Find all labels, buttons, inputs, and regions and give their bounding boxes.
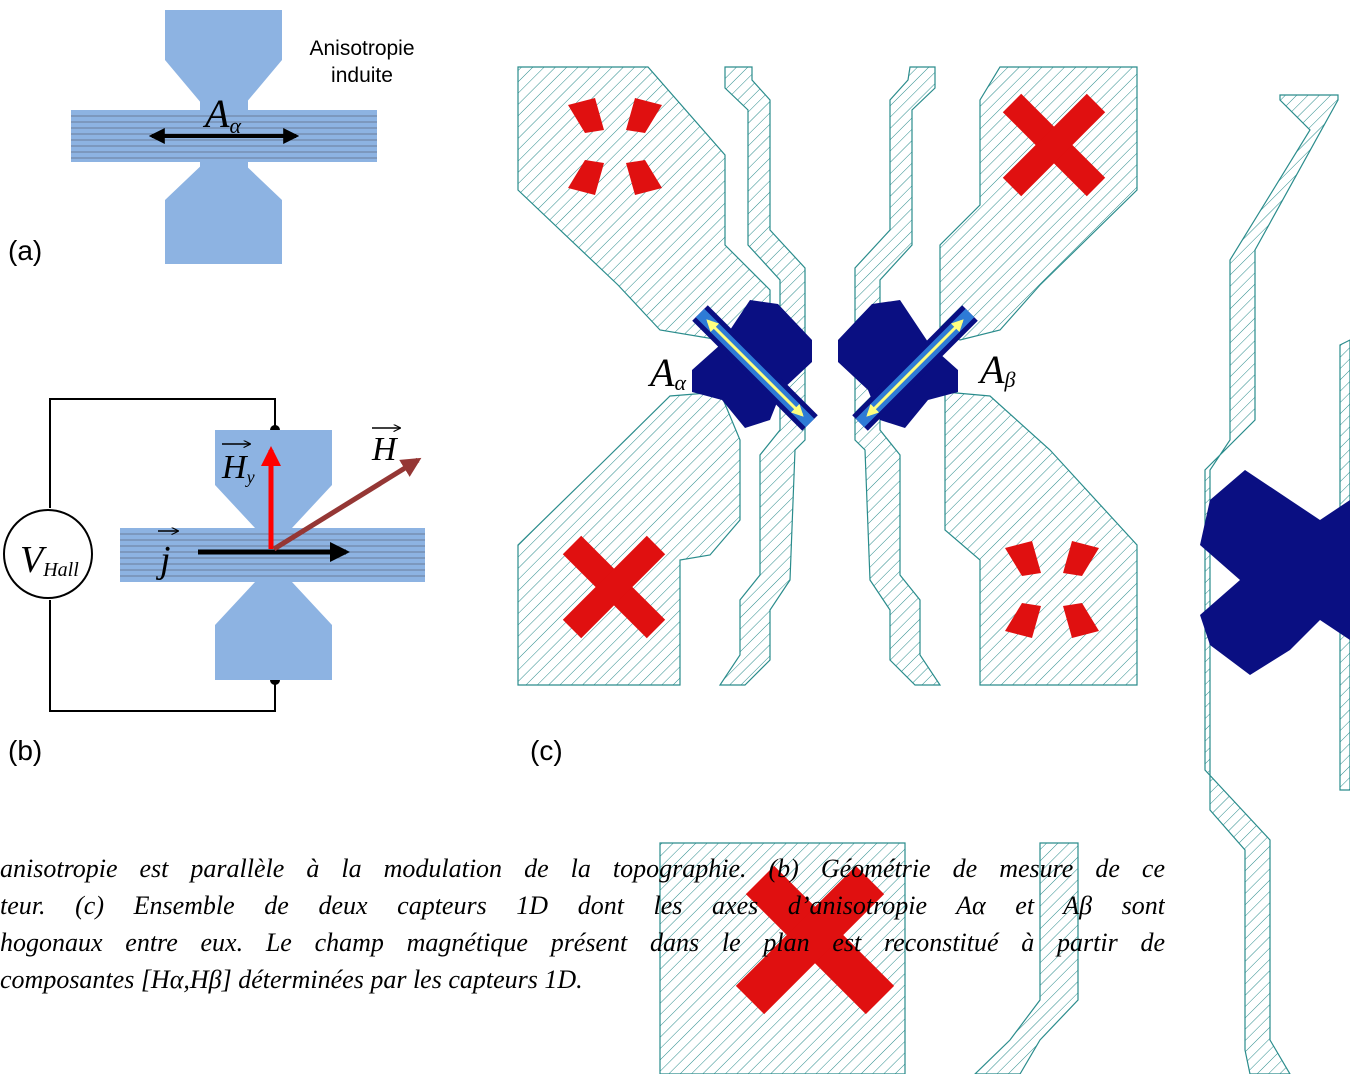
wire-circuit	[49, 398, 276, 712]
panel-b: VHall Hy H j (b)	[3, 398, 425, 766]
zoomed-device-fragment	[1200, 94, 1350, 1074]
caption-line-1: anisotropie est parallèle à la modulatio…	[0, 854, 1165, 883]
left-trace	[718, 66, 806, 686]
panel-a: Aα Anisotropie induite (a)	[8, 10, 415, 266]
alignment-mark-split-upper-left	[568, 98, 662, 195]
sensor-strip-alpha	[692, 305, 818, 431]
zoom-hall-cross	[1200, 470, 1350, 675]
panel-label-a: (a)	[8, 235, 42, 266]
right-trace	[854, 66, 942, 686]
axis-alpha-label: Aα	[202, 91, 241, 138]
voltmeter-label: VHall	[20, 539, 79, 581]
axis-alpha-label-c: Aα	[647, 350, 686, 395]
axis-alpha-arrow	[706, 319, 804, 417]
caption-overlap-fragment	[659, 842, 1079, 1074]
axis-beta-label-c: Aβ	[977, 347, 1015, 392]
right-lower-pad	[944, 391, 1138, 686]
annotation-line1: Anisotropie	[309, 37, 414, 60]
field-label: H	[371, 431, 399, 468]
right-upper-pad	[939, 66, 1138, 341]
annotation-line2: induite	[331, 64, 393, 87]
figure-caption: anisotropie est parallèle à la modulatio…	[0, 850, 1165, 998]
panel-label-b: (b)	[8, 735, 42, 766]
voltmeter-circle	[3, 509, 93, 599]
alignment-mark-cross-lower-left	[562, 535, 666, 639]
sensor-strip-beta	[852, 305, 978, 431]
panel-c: Aα Aβ (c)	[517, 66, 1138, 766]
left-lower-pad	[517, 391, 741, 686]
field-y-label: Hy	[221, 449, 255, 487]
axis-beta-arrow	[866, 319, 964, 417]
caption-line-2: teur. (c) Ensemble de deux capteurs 1D d…	[0, 891, 1165, 920]
caption-line-4: composantes [Hα,Hβ] déterminées par les …	[0, 965, 583, 994]
panel-label-c: (c)	[530, 735, 563, 766]
alignment-mark-split-lower-right	[1005, 541, 1099, 638]
caption-line-3: hogonaux entre eux. Le champ magnétique …	[0, 928, 1165, 957]
alignment-mark-cross-upper-right	[1002, 93, 1106, 197]
field-arrow	[272, 457, 422, 552]
